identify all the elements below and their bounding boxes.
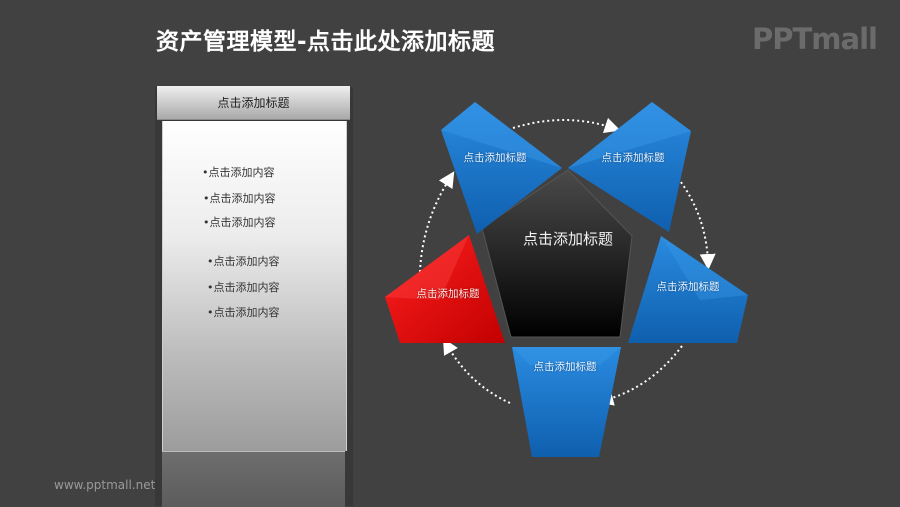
petal-label-top-right[interactable]: 点击添加标题 [601, 152, 665, 164]
arrow-right [677, 177, 716, 270]
panel-title[interactable]: 点击添加标题 [157, 86, 350, 120]
arrow-left [419, 171, 455, 273]
petal-top-right [568, 102, 691, 232]
petal-label-left[interactable]: 点击添加标题 [416, 288, 480, 300]
footer-url: www.pptmall.net [54, 478, 156, 492]
petal-top-left [441, 102, 562, 234]
brand-logo: PPTmall [752, 22, 878, 56]
panel-bullet-item[interactable]: •点击添加内容 [207, 306, 280, 319]
panel-title-text: 点击添加标题 [217, 96, 290, 110]
arrow-bottom-right [597, 345, 683, 406]
cycle-arrows [419, 117, 716, 406]
panel-bullet-item[interactable]: •点击添加内容 [207, 255, 280, 268]
panel-bullet-item[interactable]: •点击添加内容 [202, 166, 275, 179]
panel-bullet-item[interactable]: •点击添加内容 [203, 216, 276, 229]
petal-left [385, 235, 505, 343]
petal-label-right[interactable]: 点击添加标题 [656, 281, 720, 293]
petal-bottom [512, 347, 621, 457]
center-title[interactable]: 点击添加标题 [522, 230, 613, 248]
page-title[interactable]: 资产管理模型-点击此处添加标题 [156, 29, 496, 55]
panel-bullet-item[interactable]: •点击添加内容 [203, 192, 276, 205]
petal-right [628, 236, 748, 343]
panel-body [162, 121, 347, 451]
petal-label-top-left[interactable]: 点击添加标题 [463, 152, 527, 164]
panel-bullet-item[interactable]: •点击添加内容 [207, 281, 280, 294]
petal-label-bottom[interactable]: 点击添加标题 [533, 361, 597, 373]
panel-base [162, 451, 345, 507]
arrow-bottom-left [443, 338, 511, 404]
arrow-top [512, 117, 621, 134]
